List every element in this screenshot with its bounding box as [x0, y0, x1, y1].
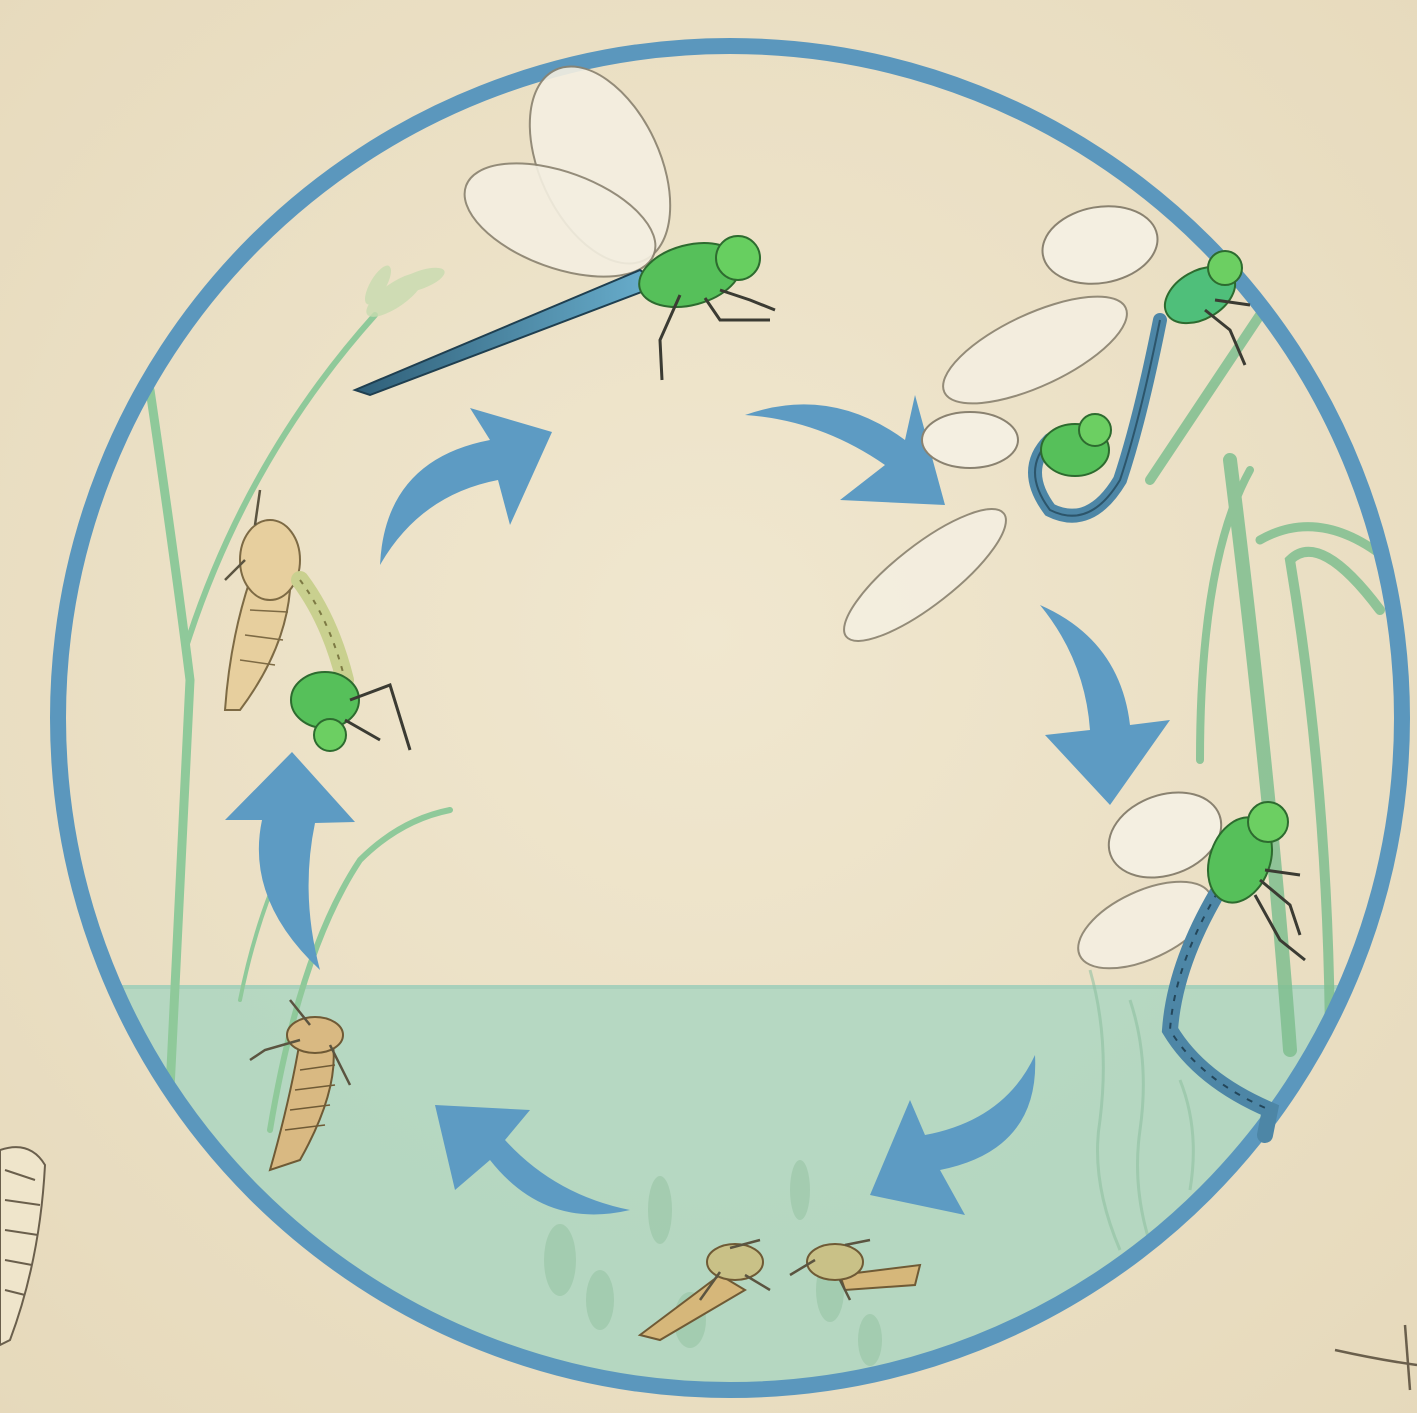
diagram-canvas	[0, 0, 1417, 1413]
dragonfly-life-cycle-diagram	[0, 0, 1417, 1413]
